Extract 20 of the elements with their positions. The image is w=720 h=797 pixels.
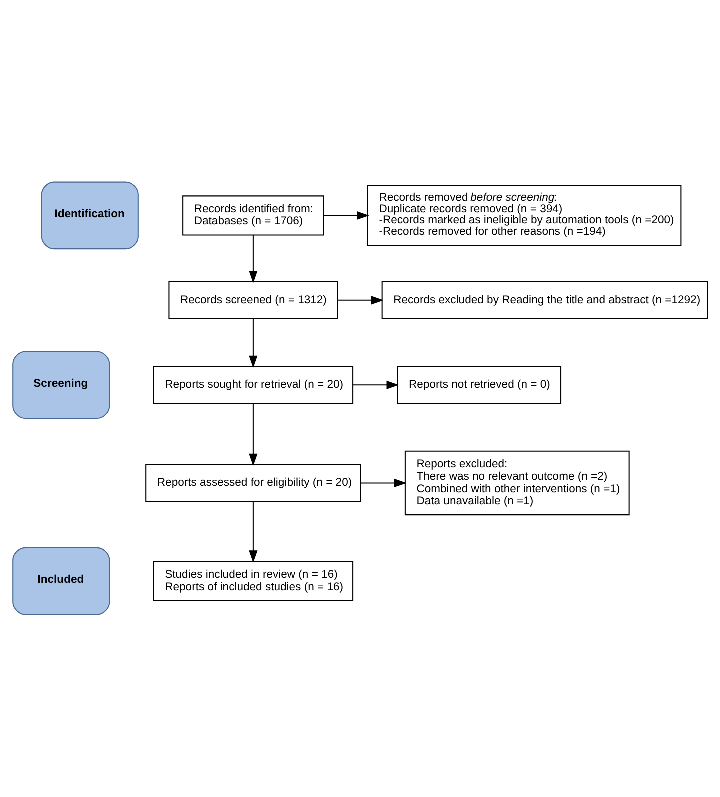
node-box: Included xyxy=(12,547,110,616)
node-box: Reports assessed for eligibility (n = 20) xyxy=(145,464,361,502)
arrow xyxy=(352,380,399,390)
arrow xyxy=(248,404,258,466)
node-box: Identification xyxy=(40,182,138,250)
arrow xyxy=(323,211,369,220)
arrow xyxy=(248,502,258,564)
node-box: Records identified from: Databases (n = 1706) xyxy=(182,196,324,236)
node-box: Records screened (n = 1312) xyxy=(168,281,338,320)
node-box: Studies included in review (n = 16) Reports of included studies (n = 16) xyxy=(152,561,354,602)
node-box: Records removed before screening: Duplicate records removed (n = 394) -Records marked as ineligible by automation tools (n =200) -Records removed for other reasons (n =194) xyxy=(366,185,682,246)
node-box: Reports sought for retrieval (n = 20) xyxy=(152,366,354,404)
arrow xyxy=(360,478,406,488)
arrow xyxy=(248,318,258,368)
node-box: Records excluded by Reading the title and abstract (n =1292) xyxy=(381,281,708,320)
node-box: Screening xyxy=(12,351,110,420)
arrow xyxy=(248,235,258,284)
node-box: Reports excluded: There was no relevant outcome (n =2) Combined with other interventions (n =1) Data unavailable (n =1) xyxy=(404,450,630,516)
arrow xyxy=(337,296,384,305)
node-box: Reports not retrieved (n = 0) xyxy=(396,366,562,404)
